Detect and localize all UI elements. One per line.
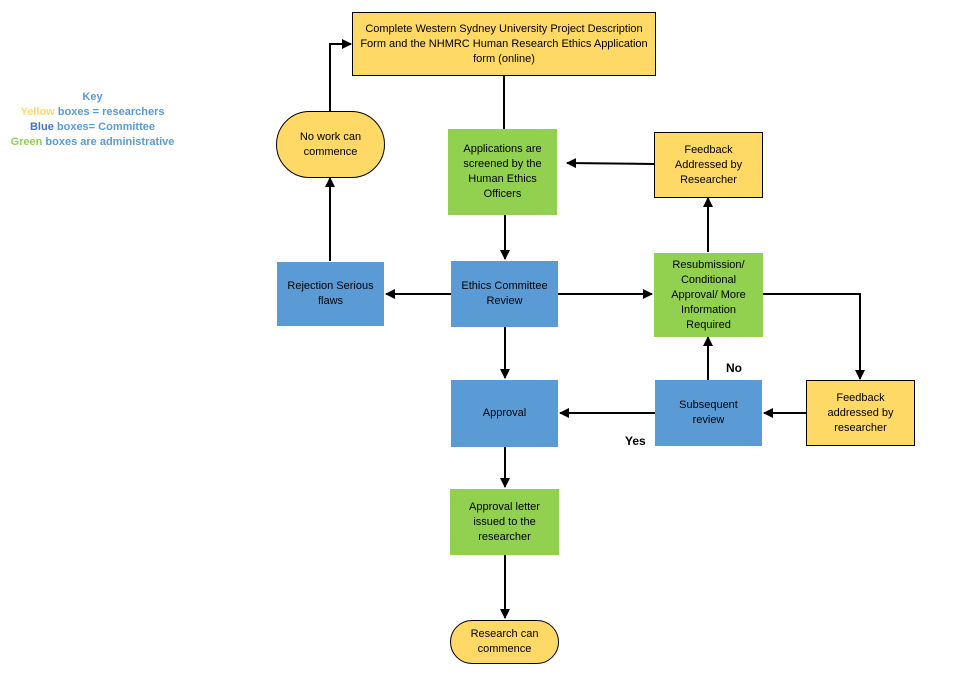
research-commence-text: Research can commence [470, 628, 539, 655]
feedback-addressed-top-box: Feedback Addressed by Researcher [654, 132, 763, 198]
arrow-resubmission-to-feedback-right [763, 293, 865, 380]
no-work-text: No work can commence [299, 130, 362, 158]
approval-letter-text: Approval letter issued to the researcher [469, 500, 540, 543]
arrow-feedback-to-screened [566, 158, 655, 169]
legend-green-text: boxes are administrative [42, 136, 175, 148]
ethics-review-text: Ethics Committee Review [461, 280, 548, 307]
legend-yellow-text: boxes = researchers [54, 106, 165, 118]
rejection-box: Rejection Serious flaws [277, 262, 384, 326]
rejection-text: Rejection Serious flaws [287, 280, 374, 307]
approval-text: Approval [482, 407, 527, 419]
approval-box: Approval [451, 380, 558, 447]
label-yes: Yes [625, 434, 646, 448]
feedback-addressed-top-text: Feedback Addressed by Researcher [674, 143, 743, 186]
approval-letter-box: Approval letter issued to the researcher [450, 489, 559, 555]
resubmission-text: Resubmission/ Conditional Approval/ More… [671, 258, 746, 331]
complete-forms-text: Complete Western Sydney University Proje… [360, 22, 648, 65]
legend-green-word: Green [10, 136, 43, 148]
screened-box: Applications are screened by the Human E… [448, 129, 557, 215]
ethics-review-box: Ethics Committee Review [451, 261, 558, 327]
research-commence-terminal: Research can commence [450, 620, 559, 664]
complete-forms-box: Complete Western Sydney University Proje… [352, 12, 656, 76]
legend: Key Yellow boxes = researchers Blue boxe… [0, 90, 185, 150]
legend-title: Key [82, 91, 103, 103]
legend-yellow: Yellow boxes = researchers [0, 105, 185, 120]
no-work-terminal: No work can commence [276, 111, 385, 178]
resubmission-box: Resubmission/ Conditional Approval/ More… [654, 253, 763, 337]
label-no: No [726, 361, 742, 375]
feedback-addressed-right-box: Feedback addressed by researcher [806, 380, 915, 446]
subsequent-review-box: Subsequent review [655, 380, 762, 446]
subsequent-review-text: Subsequent review [679, 399, 738, 426]
arrow-nowork-to-forms [329, 39, 352, 111]
legend-blue: Blue boxes= Committee [0, 120, 185, 135]
legend-blue-word: Blue [29, 121, 54, 133]
legend-blue-text: boxes= Committee [53, 121, 155, 133]
screened-text: Applications are screened by the Human E… [463, 143, 542, 200]
legend-yellow-word: Yellow [20, 106, 55, 118]
feedback-addressed-right-text: Feedback addressed by researcher [827, 391, 894, 434]
legend-green: Green boxes are administrative [0, 135, 185, 150]
